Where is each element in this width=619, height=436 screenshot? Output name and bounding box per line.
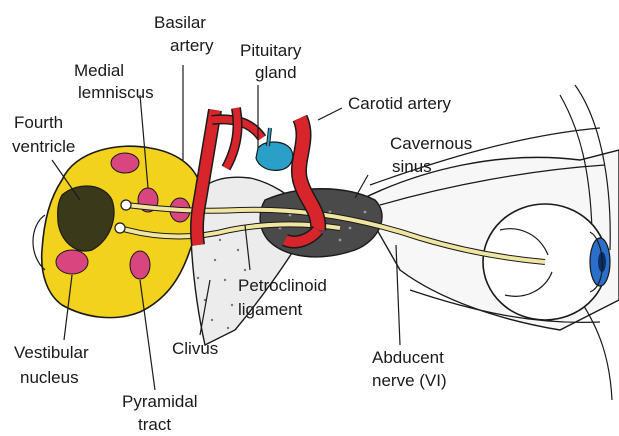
label-pyramidal-tract: Pyramidal tract — [122, 392, 202, 434]
pyramidal-nucleus — [130, 251, 150, 279]
label-fourth-ventricle: Fourth ventricle — [12, 113, 75, 156]
nucleus-upper — [111, 153, 139, 173]
label-pituitary-gland: Pituitary gland — [240, 41, 306, 82]
label-clivus: Clivus — [172, 339, 218, 358]
vestibular-nucleus-shape — [56, 250, 88, 274]
label-medial-lemniscus: Medial lemniscus — [74, 61, 154, 102]
label-carotid-artery: Carotid artery — [348, 94, 451, 113]
label-abducent-nerve: Abducent nerve (VI) — [372, 348, 449, 390]
label-vestibular-nucleus: Vestibular nucleus — [14, 343, 93, 387]
label-basilar-artery: Basilar artery — [154, 13, 214, 55]
